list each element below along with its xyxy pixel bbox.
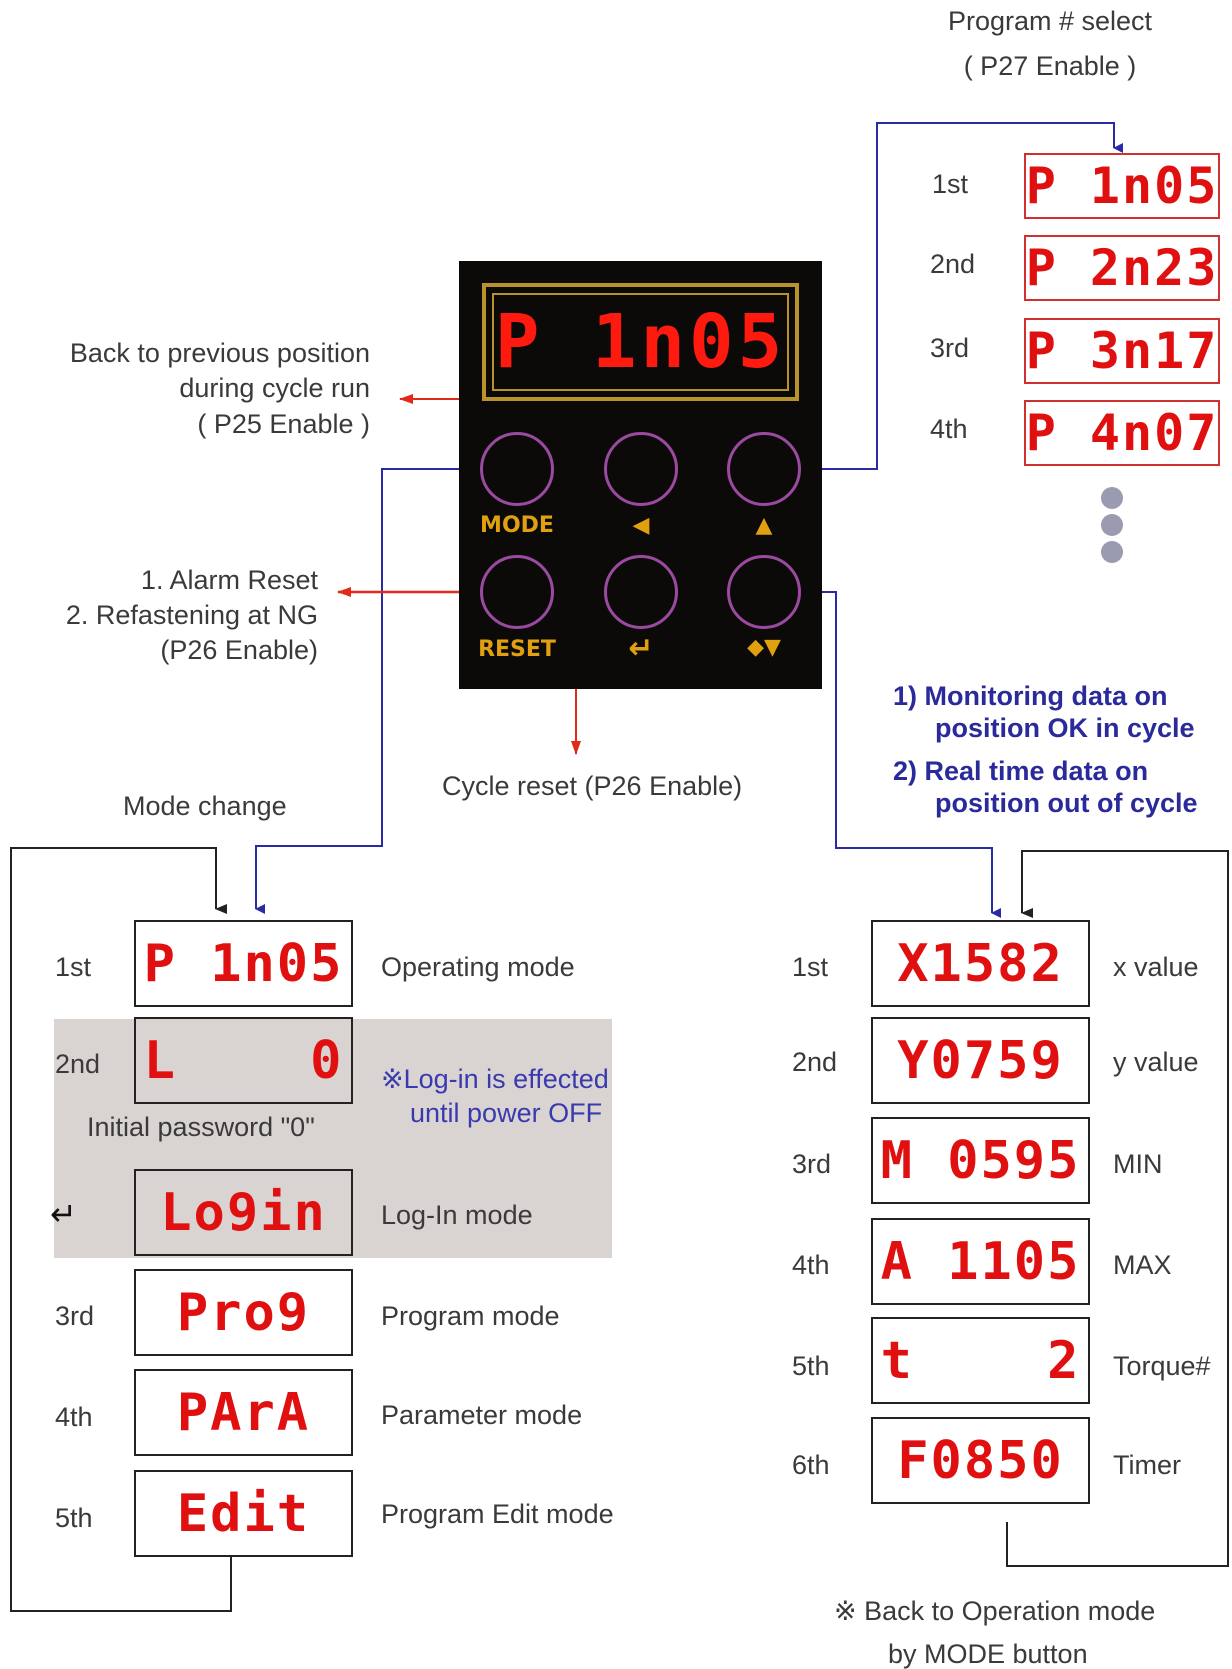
monitor-ord-4: 4th [792,1250,830,1280]
monitor-label-x: x value [1113,952,1199,982]
mode-display-password: L 0 [134,1017,353,1104]
program-display-2: P 2n23 [1024,235,1220,301]
mode-display-login: Lo9in [134,1169,353,1256]
device-display-bezel: P 1n05 [482,283,799,401]
monitor-label-torque: Torque# [1113,1351,1211,1381]
back-operation-note-1: ※ Back to Operation mode [834,1596,1156,1626]
program-ord-1: 1st [932,169,969,199]
mode-display-operating: P 1n05 [134,920,353,1007]
back-operation-note-2: by MODE button [888,1639,1088,1669]
monitor-display-max: A 1105 [871,1218,1090,1305]
mode-display-edit: Edit [134,1470,353,1557]
mode-ord-3: 3rd [55,1301,95,1331]
back-prev-line2: during cycle run [179,373,370,403]
monitor-display-timer: F0850 [871,1417,1090,1504]
monitor-ord-2: 2nd [792,1047,838,1077]
up-button[interactable] [727,432,801,506]
mode-display-program: Pro9 [134,1269,353,1356]
program-display-1: P 1n05 [1024,153,1220,219]
login-note-line2: until power OFF [410,1098,603,1128]
controller-device: P 1n05 MODE ◀ ▲ RESET ↵ ◆▼ [459,261,822,689]
mode-label-login: Log-In mode [381,1200,533,1230]
program-ord-2: 2nd [930,249,976,279]
enter-icon: ↵ [628,631,654,666]
monitor-ord-3: 3rd [792,1149,832,1179]
monitor-display-x: X1582 [871,920,1090,1007]
alarm-line1: 1. Alarm Reset [140,565,318,595]
enter-icon-login: ↵ [50,1196,77,1232]
mode-ord-1: 1st [55,952,92,982]
monitor-note-1b: position OK in cycle [935,713,1195,743]
diamond-down-icon: ◆▼ [747,635,781,660]
login-note-line1: ※Log-in is effected [381,1064,609,1094]
mode-display-parameter: PArA [134,1369,353,1456]
monitor-ord-6: 6th [792,1450,830,1480]
mode-label-program: Program mode [381,1301,560,1331]
cycle-reset-note: Cycle reset (P26 Enable) [442,771,743,801]
more-dot-2 [1101,514,1123,536]
down-button[interactable] [727,555,801,629]
monitor-ord-5: 5th [792,1351,830,1381]
monitor-ord-1: 1st [792,952,829,982]
monitor-label-timer: Timer [1113,1450,1181,1480]
more-dot-3 [1101,541,1123,563]
left-button[interactable] [604,432,678,506]
back-prev-line3: ( P25 Enable ) [197,409,370,439]
monitor-note-2a: 2) Real time data on [893,756,1149,786]
mode-change-note: Mode change [123,791,287,821]
initial-password-note: Initial password "0" [87,1112,315,1142]
mode-caption: MODE [480,513,554,538]
mode-ord-5: 5th [55,1503,93,1533]
left-arrow-icon: ◀ [632,513,650,538]
reset-button[interactable] [480,555,554,629]
program-ord-3: 3rd [930,333,970,363]
up-arrow-icon: ▲ [755,513,773,538]
program-ord-4: 4th [930,414,968,444]
monitor-note-1a: 1) Monitoring data on [893,681,1168,711]
program-display-3: P 3n17 [1024,318,1220,384]
monitor-label-min: MIN [1113,1149,1163,1179]
mode-label-edit: Program Edit mode [381,1499,614,1529]
reset-caption: RESET [478,637,556,662]
monitor-display-torque: t 2 [871,1317,1090,1404]
program-display-4: P 4n07 [1024,400,1220,466]
monitor-display-y: Y0759 [871,1017,1090,1104]
back-prev-line1: Back to previous position [69,338,370,368]
more-dot-1 [1101,487,1123,509]
program-select-subtitle: ( P27 Enable ) [963,51,1137,81]
monitor-display-min: M 0595 [871,1117,1090,1204]
mode-ord-4: 4th [55,1402,93,1432]
mode-ord-2: 2nd [55,1049,101,1079]
monitor-label-y: y value [1113,1047,1199,1077]
device-display: P 1n05 [492,293,789,391]
enter-button[interactable] [604,555,678,629]
mode-label-operating: Operating mode [381,952,575,982]
monitor-note-2b: position out of cycle [935,788,1198,818]
alarm-line2: 2. Refastening at NG [65,600,318,630]
mode-label-parameter: Parameter mode [381,1400,583,1430]
program-select-title: Program # select [947,6,1153,36]
monitor-label-max: MAX [1113,1250,1172,1280]
mode-button[interactable] [480,432,554,506]
alarm-line3: (P26 Enable) [160,635,318,665]
